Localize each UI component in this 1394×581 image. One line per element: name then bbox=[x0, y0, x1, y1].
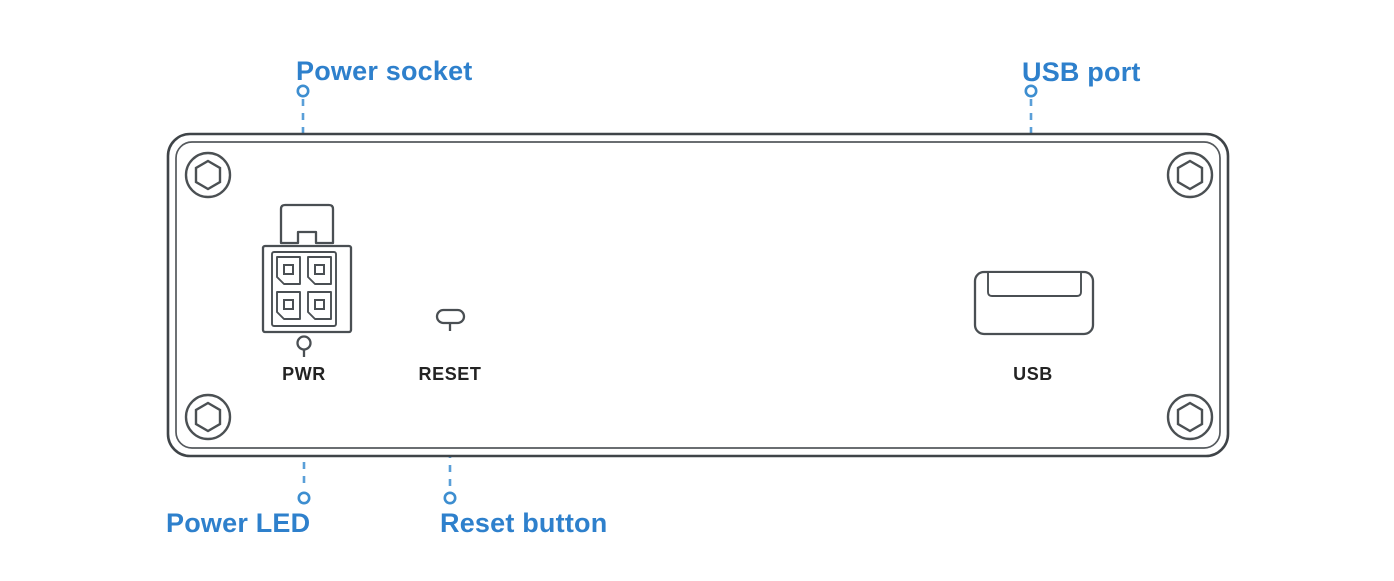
pin-contact-4 bbox=[314, 299, 325, 310]
callout-labels: Power socket USB port Power LED Reset bu… bbox=[166, 56, 1141, 538]
callout-label-usb-port[interactable]: USB port bbox=[1022, 57, 1141, 87]
screw-hex-socket-icon bbox=[1176, 159, 1204, 191]
callout-label-reset-button[interactable]: Reset button bbox=[440, 508, 607, 538]
port-label-reset: RESET bbox=[418, 364, 481, 384]
port-label-pwr: PWR bbox=[282, 364, 326, 384]
pin-contact-2 bbox=[314, 264, 325, 275]
power-socket-pin-1 bbox=[276, 256, 301, 285]
reset-button-recess[interactable] bbox=[435, 308, 466, 331]
power-socket-latch-tab bbox=[279, 203, 335, 245]
callout-label-power-led[interactable]: Power LED bbox=[166, 508, 310, 538]
leader-dot-power-led bbox=[297, 491, 311, 505]
pin-contact-3 bbox=[283, 299, 294, 310]
power-socket-pin-4 bbox=[307, 291, 332, 320]
power-socket-pin-3 bbox=[276, 291, 301, 320]
screw-top-left bbox=[184, 151, 232, 199]
screw-bottom-right bbox=[1166, 393, 1214, 441]
screw-hex-socket-icon bbox=[194, 401, 222, 433]
rear-panel-enclosure bbox=[166, 132, 1230, 458]
leader-dot-usb-port bbox=[1024, 84, 1038, 98]
screw-top-right bbox=[1166, 151, 1214, 199]
power-led-indicator bbox=[296, 335, 312, 357]
power-led-icon bbox=[296, 335, 312, 351]
reset-button-icon bbox=[435, 308, 466, 325]
enclosure-inner-edge bbox=[175, 141, 1221, 449]
enclosure-outer-edge bbox=[166, 132, 1230, 458]
callout-label-power-socket[interactable]: Power socket bbox=[296, 56, 472, 86]
usb-port-connector[interactable] bbox=[973, 270, 1095, 336]
screw-hex-socket-icon bbox=[1176, 401, 1204, 433]
leader-dot-power-socket bbox=[296, 84, 310, 98]
power-socket-connector[interactable] bbox=[261, 203, 353, 334]
usb-port-inner-tongue bbox=[987, 271, 1082, 297]
leader-dot-reset-button bbox=[443, 491, 457, 505]
screw-hex-socket-icon bbox=[194, 159, 222, 191]
port-silkscreen-labels: PWR RESET USB bbox=[282, 364, 1053, 384]
pin-contact-1 bbox=[283, 264, 294, 275]
screw-bottom-left bbox=[184, 393, 232, 441]
port-label-usb: USB bbox=[1013, 364, 1053, 384]
power-socket-pin-2 bbox=[307, 256, 332, 285]
